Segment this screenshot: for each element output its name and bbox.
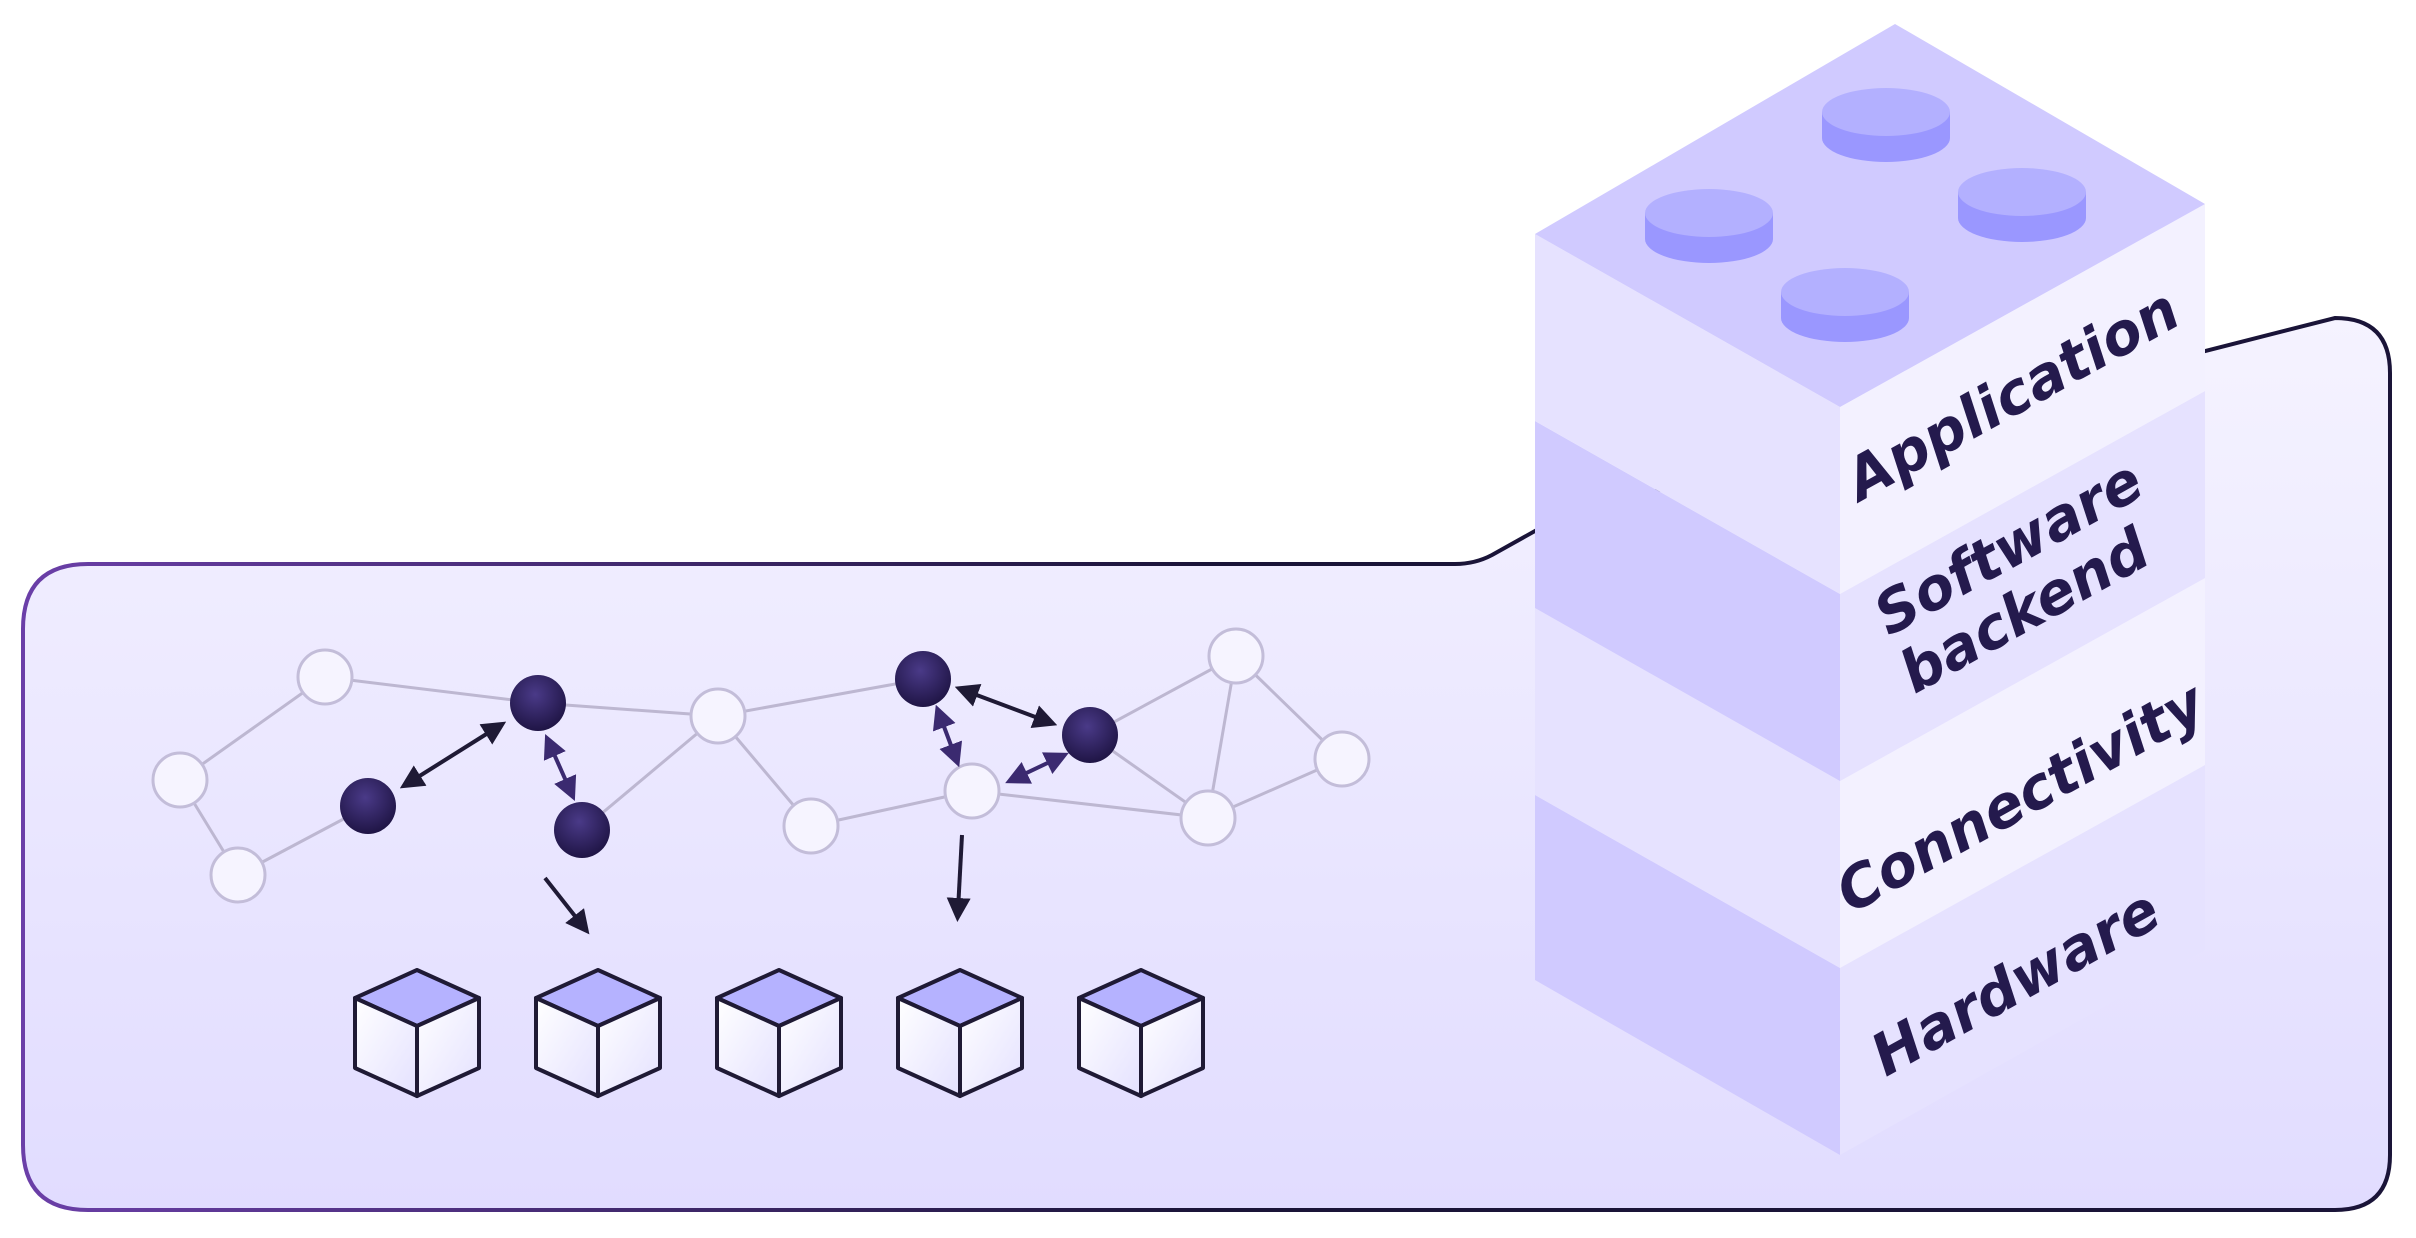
connectivity-layer-left [1535,608,1840,968]
device-cube [1077,968,1205,1098]
down-arrow [543,876,590,935]
empty-node [1207,627,1265,685]
filled-node [1062,707,1118,763]
node-communication-arrows [399,683,1069,801]
filled-node [554,802,610,858]
empty-node [943,762,1001,820]
empty-node [151,751,209,809]
software-backend-layer-left [1535,421,1840,781]
double-arrow [399,721,507,789]
device-arrows [543,834,971,935]
down-arrow [946,834,971,922]
empty-node [1179,789,1237,847]
connectivity-layer-right [1840,578,2205,968]
device-cubes [353,968,1205,1098]
filled-node [895,651,951,707]
empty-node [689,687,747,745]
stud [1781,268,1909,342]
layer-stack: Application Software backend Connectivit… [1535,24,2218,1155]
application-layer-left [1535,234,1840,594]
application-layer-right [1840,204,2205,594]
double-arrow [932,704,963,768]
double-arrow [954,683,1058,729]
device-cube [353,968,481,1098]
filled-node [510,675,566,731]
hardware-layer-left [1535,795,1840,1155]
double-arrow [1005,752,1069,784]
filled-node [340,778,396,834]
empty-node [296,648,354,706]
stud [1645,189,1773,263]
stud [1958,168,2086,242]
device-cube [715,968,843,1098]
empty-node [209,846,267,904]
empty-node [1313,730,1371,788]
stud [1822,88,1950,162]
hardware-layer-right [1840,765,2205,1155]
network-nodes [151,627,1371,904]
device-cube [896,968,1024,1098]
empty-node [782,797,840,855]
lego-studs [1645,88,2086,342]
software-backend-layer-right [1840,391,2205,781]
stack-top-face [1535,24,2205,407]
double-arrow [543,734,577,801]
device-cube [534,968,662,1098]
